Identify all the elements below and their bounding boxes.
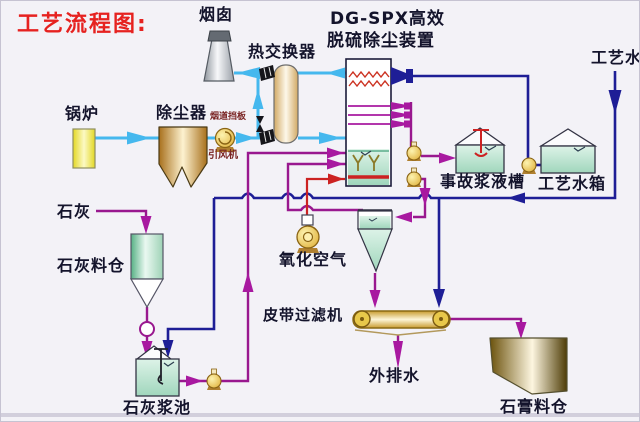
slurry-spray-nozzle-icons — [391, 102, 410, 128]
scrubber-tower — [345, 58, 392, 187]
bleed-pump-icon — [406, 167, 422, 187]
label-scrubber-line1: DG-SPX高效 — [330, 9, 445, 29]
label-oxidation-air: 氧化空气 — [279, 250, 348, 269]
label-lime-silo: 石灰料仓 — [57, 256, 126, 275]
oxidation-air-arrow — [328, 173, 344, 185]
label-process-water-tank: 工艺水箱 — [538, 174, 607, 193]
process-water-tank — [538, 128, 598, 174]
id-fan-icon — [214, 127, 236, 152]
label-id-fan: 引风机 — [208, 150, 238, 161]
label-process-water: 工艺水 — [591, 48, 640, 67]
slurry-distributor-icon — [352, 154, 380, 171]
label-boiler: 锅炉 — [65, 104, 100, 123]
label-emergency-slurry-tank: 事故浆液槽 — [440, 172, 526, 191]
slurry-arrows — [140, 147, 527, 387]
heat-exchanger — [259, 64, 299, 145]
water-pump-icon — [521, 157, 537, 174]
emergency-slurry-tank — [453, 127, 507, 174]
pool-agitator-icon — [154, 348, 168, 385]
label-belt-filter: 皮带过滤机 — [263, 306, 344, 324]
lime-slurry-pump-icon — [206, 368, 222, 390]
belt-filter — [352, 310, 451, 336]
label-scrubber-line2: 脱硫除尘装置 — [327, 31, 435, 51]
gypsum-silo — [489, 337, 568, 395]
oxidation-blower-icon — [296, 214, 320, 253]
page-title: 工艺流程图: — [17, 12, 148, 37]
flue-gas-arrows — [127, 67, 345, 145]
flue-damper-icon — [256, 116, 264, 132]
label-heat-exchanger: 热交换器 — [248, 42, 317, 61]
recirculation-pump-icon — [406, 141, 422, 161]
frame-bottom-edge — [1, 413, 639, 417]
spray-headers — [348, 105, 390, 125]
agitator-icon — [473, 129, 489, 157]
label-dust-collector: 除尘器 — [156, 103, 208, 122]
flue-gas-pipes — [95, 71, 346, 140]
boiler — [72, 128, 96, 169]
chimney — [203, 30, 235, 82]
dust-collector — [158, 126, 208, 188]
duct-damper-icon — [259, 65, 275, 145]
hydrocyclone — [357, 209, 393, 273]
label-chimney: 烟囱 — [199, 5, 234, 24]
water-spray-nozzle-icon — [391, 67, 413, 85]
label-gypsum-silo: 石膏料仓 — [500, 397, 569, 416]
label-effluent: 外排水 — [369, 366, 421, 385]
rotary-valve-icon — [139, 321, 155, 337]
lime-slurry-pool — [135, 345, 180, 397]
label-lime-slurry-pool: 石灰浆池 — [123, 398, 192, 417]
lime-silo — [129, 233, 165, 309]
demister-icon — [348, 70, 390, 88]
label-flue-damper: 烟道挡板 — [210, 112, 247, 122]
label-lime: 石灰 — [57, 202, 92, 221]
